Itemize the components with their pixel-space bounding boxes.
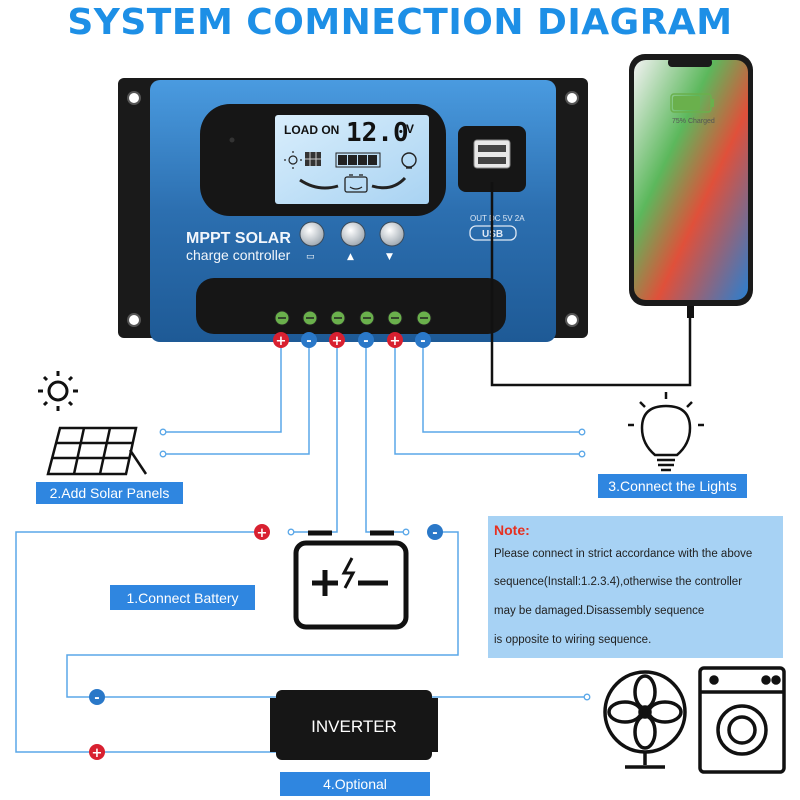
note-line: Please connect in strict accordance with… — [494, 548, 753, 560]
lcd-arrow-left — [299, 178, 339, 190]
terminal-polarity-badges: + - + - + - — [273, 332, 431, 349]
wire-battery-negative — [365, 345, 404, 533]
note-line: sequence(Install:1.2.3.4),otherwise the … — [494, 576, 743, 588]
phone-battery-fill — [673, 96, 700, 110]
note-title: Note: — [494, 522, 530, 538]
lcd-battery-bars-icon — [335, 152, 381, 168]
svg-text:-: - — [94, 691, 99, 706]
step-label-battery: 1.Connect Battery — [110, 585, 255, 610]
brand-subtitle: charge controller — [186, 247, 291, 263]
wire-solar-negative — [165, 345, 310, 455]
wire-battery-inverter-negative — [66, 531, 459, 698]
svg-text:+: + — [332, 334, 343, 349]
lcd-arrow-right — [371, 176, 407, 190]
inverter-polarity-badges: - + — [89, 689, 105, 761]
note-line: is opposite to wiring sequence. — [494, 634, 652, 646]
note-line: may be damaged.Disassembly sequence — [494, 605, 705, 617]
controller-button-menu[interactable] — [299, 221, 325, 247]
usb-spec: OUT DC 5V 2A — [470, 214, 525, 223]
lcd-panel-icon — [305, 152, 321, 166]
wire-battery-inverter-positive — [15, 531, 262, 753]
svg-text:▭: ▭ — [306, 252, 315, 262]
inverter-label: INVERTER — [311, 717, 397, 736]
washing-machine-icon — [698, 666, 786, 774]
lcd-battery-face-icon — [344, 174, 368, 193]
svg-text:▲: ▲ — [347, 252, 354, 262]
charge-controller: LOAD ON 12.0 V — [118, 78, 588, 342]
lcd-voltage: 12.0 — [346, 118, 409, 148]
svg-text:+: + — [390, 334, 401, 349]
svg-text:-: - — [363, 334, 368, 349]
controller-button-down[interactable] — [379, 221, 405, 247]
step-label-optional: 4.Optional — [280, 772, 430, 796]
svg-text:+: + — [276, 334, 287, 349]
smartphone-icon: 75% Charged — [629, 54, 753, 306]
svg-text:+: + — [257, 526, 268, 541]
usb-cable — [490, 182, 692, 387]
page-title: SYSTEM COMNECTION DIAGRAM — [67, 2, 733, 43]
wire-battery-positive — [292, 345, 338, 533]
battery-icon — [293, 530, 409, 630]
svg-text:-: - — [432, 526, 437, 541]
lcd-bulb-icon — [401, 152, 417, 169]
wiring — [15, 345, 585, 753]
wire-solar-positive — [165, 345, 282, 433]
lcd-unit: V — [406, 122, 414, 136]
note-box: Note: Please connect in strict accordanc… — [488, 516, 783, 658]
sun-icon — [38, 371, 78, 411]
light-bulb-icon — [628, 392, 704, 472]
svg-text:▼: ▼ — [386, 252, 393, 262]
lcd-status: LOAD ON — [284, 123, 339, 137]
step-label-lights: 3.Connect the Lights — [598, 474, 747, 498]
battery-polarity-badges: + - — [254, 524, 443, 541]
wire-load-negative — [422, 345, 580, 433]
step-label-solar: 2.Add Solar Panels — [36, 482, 183, 504]
controller-button-up[interactable] — [340, 221, 366, 247]
solar-panel-icon — [46, 426, 148, 476]
svg-text:-: - — [306, 334, 311, 349]
lcd-sun-icon — [284, 151, 302, 169]
fan-icon — [603, 670, 687, 769]
brand-title: MPPT SOLAR — [186, 230, 291, 247]
svg-text:+: + — [92, 746, 103, 761]
inverter: INVERTER — [270, 690, 438, 760]
wire-load-positive — [394, 345, 580, 455]
svg-text:-: - — [420, 334, 425, 349]
wire-endpoints — [159, 428, 591, 701]
phone-charge-text: 75% Charged — [672, 118, 715, 125]
